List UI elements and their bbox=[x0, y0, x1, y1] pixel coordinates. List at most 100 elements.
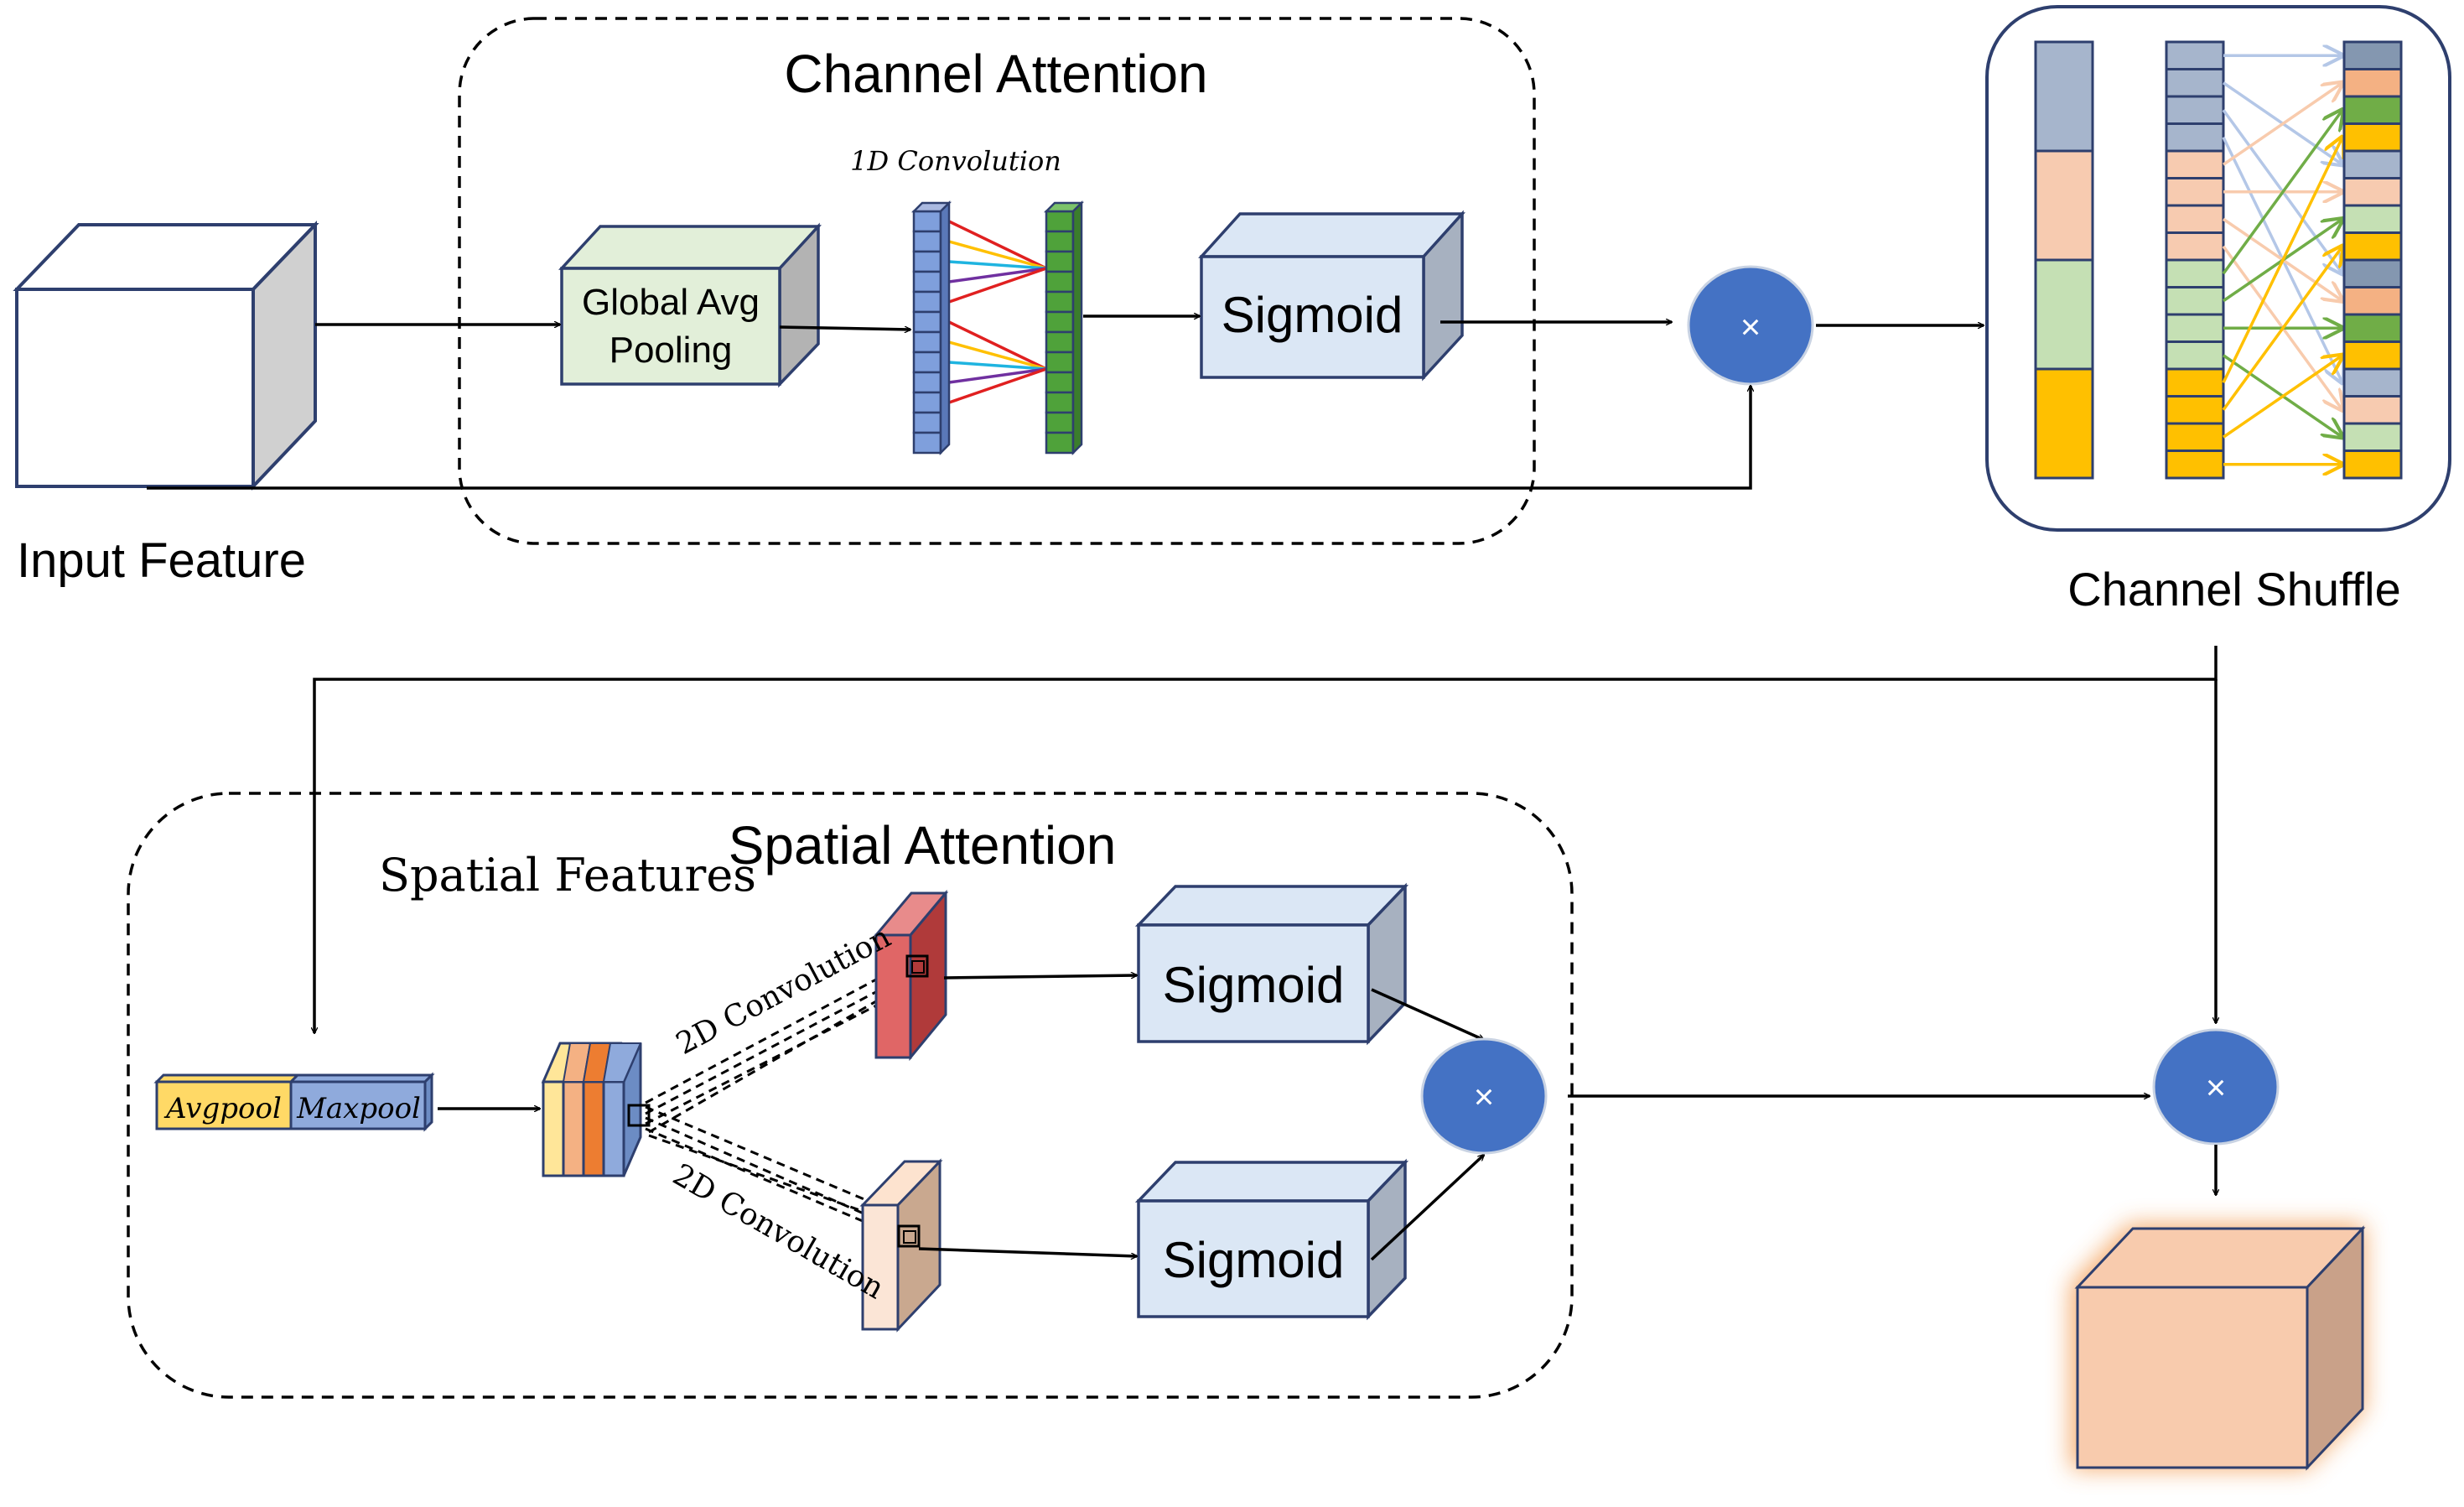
final-multiply-symbol: × bbox=[2206, 1068, 2227, 1107]
channel-sigmoid-cube bbox=[1198, 210, 1465, 382]
shuffle-result-cell bbox=[2342, 367, 2403, 398]
shuffle-result-cell bbox=[2342, 68, 2403, 98]
shuffle-split-cell bbox=[2165, 177, 2225, 207]
conv1d-input-cell bbox=[912, 230, 942, 253]
pooling-label-line2: Pooling bbox=[610, 330, 733, 371]
conv1d-kernel-line bbox=[948, 267, 1047, 304]
shuffle-result-cell bbox=[2342, 95, 2403, 125]
pooling-label-line1: Global Avg bbox=[582, 282, 760, 323]
arrow-sigmoid-bottom-to-multiply bbox=[1370, 1155, 1484, 1261]
conv1d-kernel-line bbox=[948, 367, 1047, 404]
arrow-pooling-to-conv bbox=[779, 325, 910, 330]
shuffle-split-cell bbox=[2165, 340, 2225, 371]
conv1d-input-cell bbox=[912, 290, 942, 314]
input-feature-label: Input Feature bbox=[17, 533, 306, 588]
arrow-shuffle-to-spatial bbox=[314, 646, 2218, 1033]
conv1d-output-cell bbox=[1045, 250, 1075, 273]
shuffle-group-block bbox=[2034, 367, 2094, 480]
conv1d-output-cell bbox=[1045, 270, 1075, 294]
channel-attention-title: Channel Attention bbox=[784, 44, 1207, 104]
channel-multiply-node bbox=[1687, 265, 1814, 386]
conv1d-output-cell bbox=[1045, 431, 1075, 455]
conv1d-kernel-line bbox=[948, 267, 1047, 283]
shuffle-result-cell bbox=[2342, 177, 2403, 207]
spatial-attention-box bbox=[127, 792, 1574, 1399]
shuffle-result-cell bbox=[2342, 231, 2403, 262]
arrow-sigmoid-top-to-multiply bbox=[1371, 988, 1484, 1042]
conv1d-kernel-line bbox=[948, 220, 1047, 270]
conv1d-output-cell bbox=[1045, 411, 1075, 434]
shuffle-arrow bbox=[2222, 110, 2342, 275]
final-multiply-node bbox=[2152, 1028, 2280, 1146]
arrow-input-skip-to-multiply bbox=[147, 386, 1751, 490]
channel-shuffle-label: Channel Shuffle bbox=[2067, 563, 2401, 616]
shuffle-split-cell bbox=[2165, 367, 2225, 398]
spatial-sigmoid-bottom-label: Sigmoid bbox=[1163, 1232, 1345, 1288]
conv1d-input-cell bbox=[912, 371, 942, 394]
conv1d-label: 1D Convolution bbox=[850, 145, 1061, 177]
shuffle-result-cell bbox=[2342, 149, 2403, 179]
spatial-feature-stack bbox=[541, 1042, 651, 1177]
shuffle-split-cell bbox=[2165, 231, 2225, 262]
conv1d-output-cell bbox=[1045, 310, 1075, 334]
conv1d-output-cell bbox=[1045, 371, 1075, 394]
channel-sigmoid-label: Sigmoid bbox=[1222, 287, 1403, 343]
shuffle-arrow bbox=[2223, 356, 2342, 439]
shuffle-arrow bbox=[2222, 138, 2342, 384]
channel-attention-box bbox=[458, 17, 1536, 545]
shuffle-arrow bbox=[2223, 83, 2342, 166]
conv1d-kernel-line bbox=[948, 340, 1047, 371]
conv1d-input-side bbox=[939, 200, 951, 456]
shuffle-result-cell bbox=[2342, 395, 2403, 425]
arrow-bottom-map-to-sigmoid bbox=[918, 1247, 1137, 1256]
conv1d-input-cell bbox=[912, 270, 942, 294]
shuffle-split-cell bbox=[2165, 122, 2225, 153]
conv1d-output-cell bbox=[1045, 230, 1075, 253]
conv1d-kernel-line bbox=[948, 240, 1047, 270]
shuffle-split-cell bbox=[2165, 313, 2225, 343]
arrow-top-map-to-sigmoid bbox=[943, 975, 1137, 980]
shuffle-split-cell bbox=[2165, 258, 2225, 288]
spatial-features-label: Spatial Features bbox=[379, 849, 756, 902]
spatial-sigmoid-top-label: Sigmoid bbox=[1163, 957, 1345, 1013]
conv2d-top-projection bbox=[645, 959, 926, 1134]
shuffle-result-cell bbox=[2342, 313, 2403, 343]
spatial-multiply-symbol: × bbox=[1474, 1077, 1495, 1116]
conv1d-input-cell bbox=[912, 210, 942, 233]
conv1d-kernel-line bbox=[948, 361, 1047, 371]
shuffle-result-cell bbox=[2342, 122, 2403, 153]
conv2d-bottom-feature-map bbox=[859, 1158, 943, 1333]
channel-multiply-symbol: × bbox=[1740, 307, 1761, 346]
avgpool-maxpool-bar bbox=[153, 1072, 435, 1132]
conv1d-output-column bbox=[1043, 200, 1085, 456]
conv1d-output-cell bbox=[1045, 351, 1075, 374]
conv2d-top-feature-map bbox=[873, 889, 949, 1062]
shuffle-split-cell bbox=[2165, 40, 2225, 70]
conv1d-output-cell bbox=[1045, 391, 1075, 414]
conv1d-connections bbox=[948, 220, 1047, 404]
conv1d-output-side bbox=[1071, 200, 1083, 456]
shuffle-arrows bbox=[2222, 55, 2342, 465]
conv1d-kernel-line bbox=[948, 320, 1047, 371]
shuffle-result-cell bbox=[2342, 258, 2403, 288]
shuffle-group-block bbox=[2034, 258, 2094, 371]
conv1d-output-cell bbox=[1045, 290, 1075, 314]
shuffle-group-block bbox=[2034, 149, 2094, 262]
shuffle-split-cell bbox=[2165, 68, 2225, 98]
conv1d-input-cell bbox=[912, 391, 942, 414]
shuffle-split-cell bbox=[2165, 450, 2225, 480]
conv1d-input-cell bbox=[912, 351, 942, 374]
spatial-sigmoid-bottom-cube bbox=[1134, 1158, 1409, 1321]
input-feature-cube bbox=[13, 221, 319, 491]
output-feature-cube bbox=[2071, 1224, 2366, 1471]
shuffle-grouped-column bbox=[2034, 40, 2094, 480]
shuffle-shuffled-column bbox=[2342, 40, 2403, 480]
shuffle-split-cell bbox=[2165, 149, 2225, 179]
conv1d-input-cell bbox=[912, 330, 942, 354]
global-avg-pooling-cube bbox=[558, 222, 822, 388]
shuffle-split-cell bbox=[2165, 286, 2225, 316]
shuffle-split-cell bbox=[2165, 204, 2225, 234]
shuffle-result-cell bbox=[2342, 340, 2403, 371]
